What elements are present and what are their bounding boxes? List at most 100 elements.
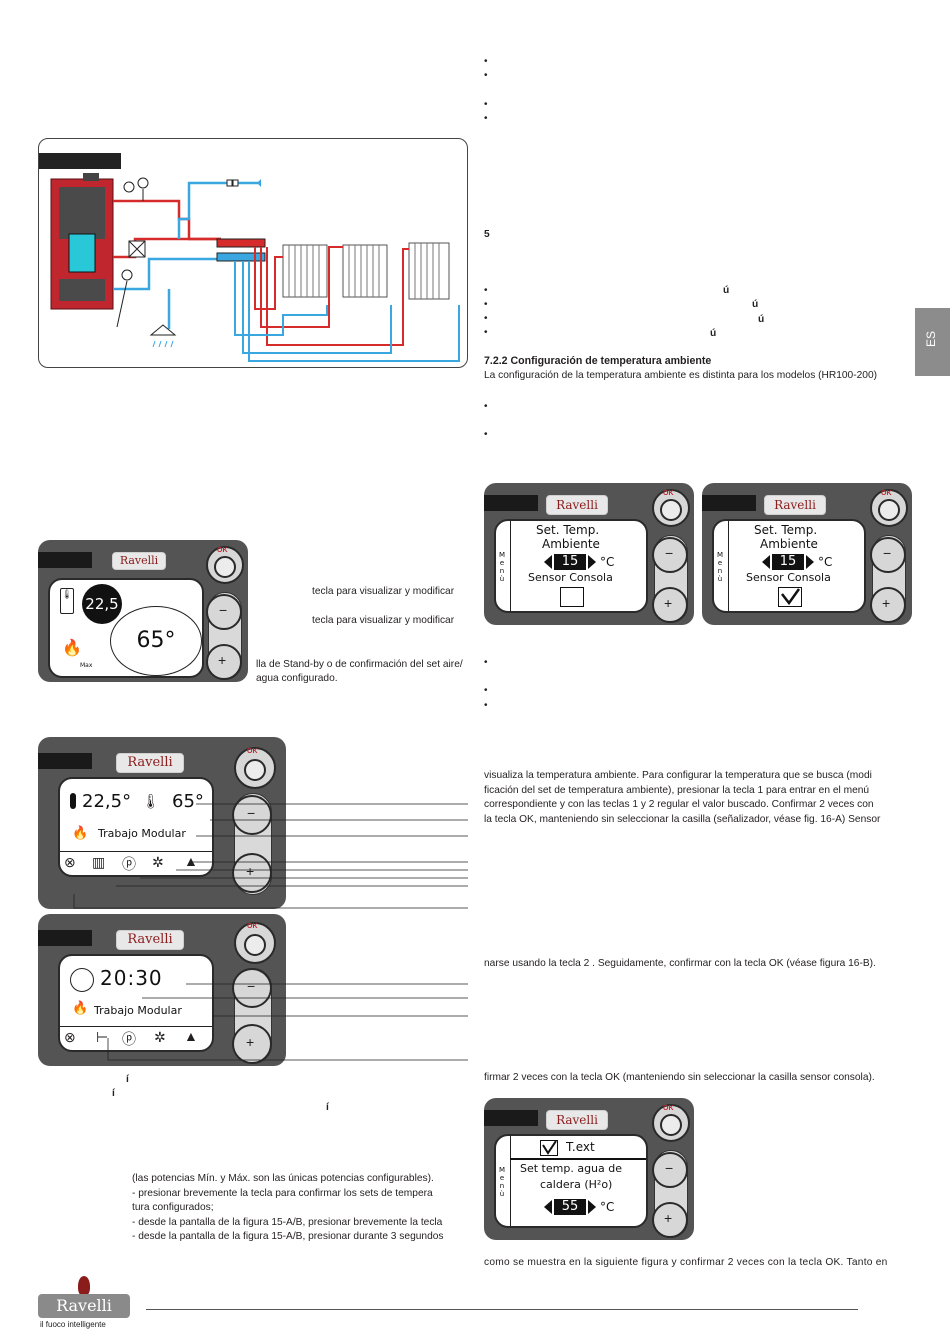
footer-rule [146, 1309, 858, 1310]
plus-button[interactable]: + [232, 1024, 272, 1064]
crossed-circle-icon[interactable]: ⊗ [64, 1029, 76, 1045]
section-heading: 7.2.2 Configuración de temperatura ambie… [484, 355, 712, 367]
alarm-icon[interactable]: ▲ [184, 1028, 198, 1044]
sensor-checkbox-checked[interactable] [778, 587, 802, 607]
figure-tag [484, 495, 538, 511]
minus-label: − [247, 978, 256, 994]
minus-label: − [883, 545, 892, 561]
status-text: Trabajo Modular [94, 1004, 182, 1017]
ravelli-logo: Ravelli [546, 1110, 608, 1130]
minus-button[interactable]: − [232, 795, 272, 835]
menu-strip[interactable]: Menù [496, 1136, 511, 1226]
text-line: - presionar brevemente la tecla para con… [132, 1187, 433, 1199]
decrease-arrow-icon[interactable] [544, 1200, 552, 1214]
text-line: firmar 2 veces con la tecla OK (mantenie… [484, 1072, 875, 1083]
ok-button[interactable]: OK [234, 747, 276, 789]
plus-label: + [664, 595, 673, 611]
accent-char: í [126, 1074, 129, 1085]
sensor-checkbox[interactable] [560, 587, 584, 607]
menu-label: Menù [716, 551, 724, 583]
accent-char: ú [758, 314, 765, 325]
ok-button[interactable]: OK [870, 489, 908, 527]
ravelli-logo: Ravelli [764, 495, 826, 515]
minus-label: − [665, 1160, 674, 1176]
clock-time: 20:30 [100, 966, 163, 990]
ok-label: OK [217, 547, 228, 554]
control-panel-water-temp: Ravelli Menù T.ext Set temp. agua de cal… [484, 1098, 694, 1240]
ok-button[interactable]: OK [234, 922, 276, 964]
bullet: • [484, 313, 488, 324]
ok-button[interactable]: OK [206, 546, 244, 584]
pump-icon[interactable]: ⓟ [122, 1031, 136, 1047]
language-tab[interactable]: ES [915, 308, 950, 376]
heating-system-diagram [38, 138, 468, 368]
lcd-display: 22,5° 🌡 65° 🔥 Trabajo Modular ⊗ ▥ ⓟ ✲ ▲ [58, 777, 214, 877]
menu-strip[interactable]: Menù [714, 521, 729, 611]
increase-arrow-icon[interactable] [588, 1200, 596, 1214]
water-temperature-display: 65° [110, 606, 202, 676]
increase-arrow-icon[interactable] [806, 555, 814, 569]
language-tab-label: ES [924, 330, 939, 348]
minus-button[interactable]: − [652, 537, 688, 573]
text-line: visualiza la temperatura ambiente. Para … [484, 770, 872, 781]
decrease-arrow-icon[interactable] [762, 555, 770, 569]
pump-icon[interactable]: ⓟ [122, 856, 136, 872]
plus-label: + [246, 863, 255, 879]
decrease-arrow-icon[interactable] [544, 555, 552, 569]
radiator-icon [408, 242, 450, 300]
status-text: Trabajo Modular [98, 827, 186, 840]
ok-button[interactable]: OK [652, 489, 690, 527]
alarm-icon[interactable]: ▲ [184, 853, 198, 869]
callout-lines [73, 803, 468, 909]
crossed-circle-icon[interactable]: ⊗ [64, 854, 76, 870]
plus-button[interactable]: + [652, 1202, 688, 1238]
plus-button[interactable]: + [870, 587, 906, 623]
title-line1: Set. Temp. [536, 523, 600, 537]
text-line: la tecla OK, manteniendo sin seleccionar… [484, 813, 881, 825]
thermometer-icon: 🌡 [60, 588, 74, 614]
title-line2: Ambiente [760, 537, 818, 551]
increase-arrow-icon[interactable] [588, 555, 596, 569]
section-number: 5 [484, 229, 490, 240]
snowflake-icon[interactable]: ✲ [154, 1029, 166, 1045]
plus-label: + [218, 652, 227, 668]
minus-button[interactable]: − [652, 1152, 688, 1188]
ravelli-logo: Ravelli [116, 753, 184, 773]
ravelli-logo: Ravelli [546, 495, 608, 515]
bullet: • [484, 401, 488, 412]
footer-logo: Ravelli il fuoco intelligente [38, 1276, 138, 1332]
minus-button[interactable]: − [232, 968, 272, 1008]
radiator-icon[interactable]: ▥ [92, 854, 106, 870]
text-line: ficación del set de temperatura ambiente… [484, 784, 870, 796]
text-line: (las potencias Mín. y Máx. son las única… [132, 1173, 434, 1184]
intro-text: La configuración de la temperatura ambie… [484, 370, 878, 381]
callout-lines [107, 983, 468, 1061]
plus-label: + [246, 1034, 255, 1050]
lcd-display: 20:30 🔥 Trabajo Modular ⊗ ⊢ ⓟ ✲ ▲ [58, 954, 214, 1052]
tap-icon[interactable]: ⊢ [96, 1029, 109, 1045]
flame-icon: 🔥 [72, 1000, 89, 1015]
bullet: • [484, 99, 488, 110]
paragraph: (las potencias Mín. y Máx. son las única… [132, 1172, 444, 1245]
minus-button[interactable]: − [870, 537, 906, 573]
icon-bar: ⊗ ▥ ⓟ ✲ ▲ [60, 851, 212, 875]
text-line: correspondiente y con las teclas 1 y 2 r… [484, 799, 874, 811]
text-line: agua configurado. [256, 673, 338, 684]
title-line1: Set temp. agua de [520, 1162, 623, 1175]
radiator-icon [342, 244, 388, 298]
menu-strip[interactable]: Menù [496, 521, 511, 611]
plus-button[interactable]: + [206, 644, 242, 680]
control-panel-main: Ravelli 22,5° 🌡 65° 🔥 Trabajo Modular ⊗ … [38, 737, 286, 909]
title-line2: caldera (H²o) [540, 1178, 613, 1191]
text-line: tecla para visualizar y modificar [312, 586, 455, 597]
ravelli-logo: Ravelli [112, 552, 166, 570]
snowflake-icon[interactable]: ✲ [152, 854, 164, 870]
minus-button[interactable]: − [206, 594, 242, 630]
minus-label: − [247, 805, 256, 821]
checkmark-icon [781, 588, 801, 606]
ok-button[interactable]: OK [652, 1104, 690, 1142]
text-checkbox-checked[interactable] [540, 1140, 558, 1156]
sensor-label: Sensor Consola [528, 571, 613, 584]
plus-button[interactable]: + [652, 587, 688, 623]
paragraph: visualiza la temperatura ambiente. Para … [484, 769, 914, 827]
